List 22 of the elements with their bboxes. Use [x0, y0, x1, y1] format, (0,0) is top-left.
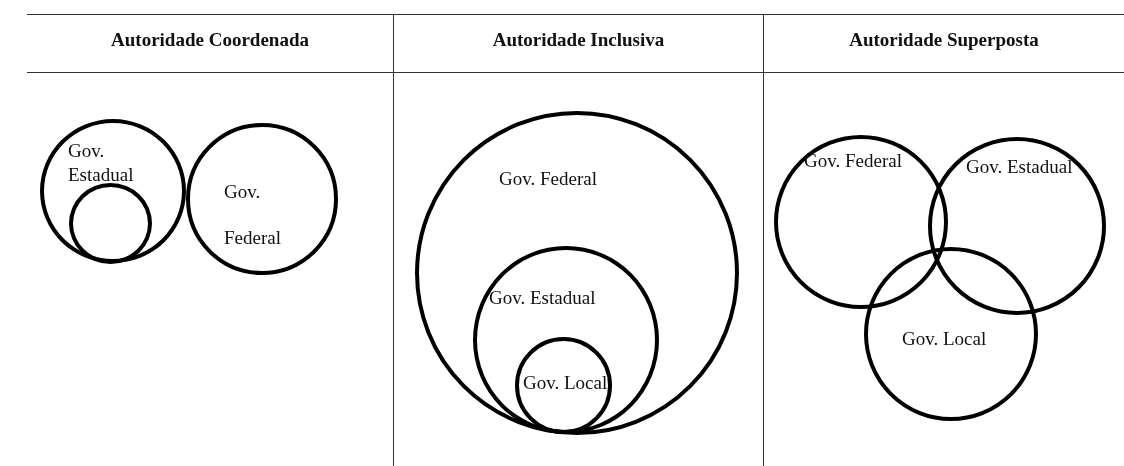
circle [473, 246, 659, 434]
circle-label: Gov. Local [902, 327, 988, 351]
column-header: Autoridade Coordenada [110, 29, 310, 51]
circle [415, 111, 739, 435]
circle-label: Gov. Federal [804, 149, 903, 173]
table-column [394, 14, 764, 466]
circle [774, 135, 948, 309]
circle-label: Gov. Estadual [966, 155, 1074, 179]
circle-label: Gov. Federal [499, 167, 598, 191]
circle-label: Gov. Federal [224, 180, 282, 250]
circle [186, 123, 338, 275]
column-header: Autoridade Inclusiva [491, 29, 666, 51]
circle-label: Gov. Estadual [68, 139, 135, 187]
circle-label: Gov. Estadual [489, 286, 597, 310]
circle [928, 137, 1106, 315]
table-column [27, 14, 394, 466]
circle [69, 183, 152, 264]
column-header: Autoridade Superposta [848, 29, 1040, 51]
circle-label: Gov. Local [523, 371, 609, 395]
circle [515, 337, 612, 434]
circle [864, 247, 1038, 421]
circle [40, 119, 186, 263]
